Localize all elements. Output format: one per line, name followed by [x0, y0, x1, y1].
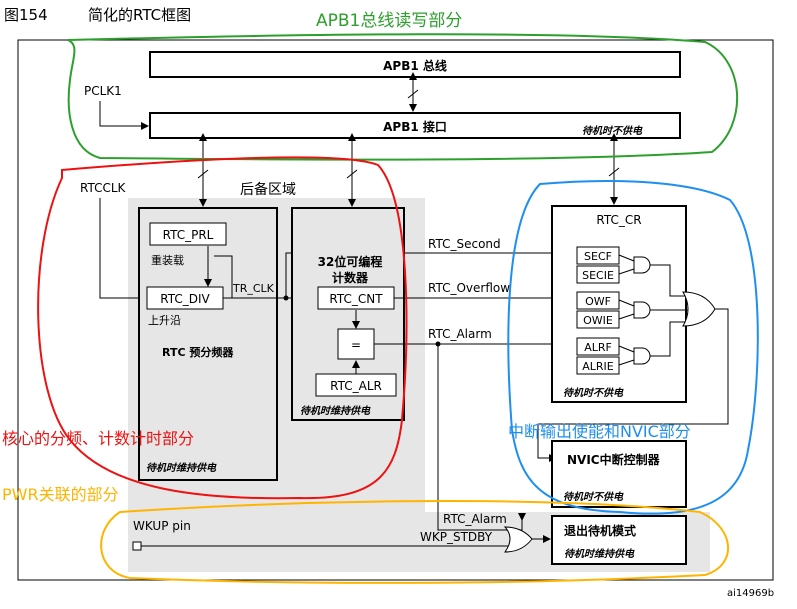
rising-edge-label: 上升沿	[148, 314, 181, 327]
rtc-alarm-2-label: RTC_Alarm	[443, 512, 507, 526]
or-gate-wakeup	[503, 526, 533, 553]
rtc-second-label: RTC_Second	[428, 237, 501, 251]
figure-label: 图154	[4, 6, 48, 24]
exit-standby-title: 退出待机模式	[564, 523, 636, 538]
secf-label: SECF	[584, 250, 612, 263]
rtc-cnt-label: RTC_CNT	[329, 292, 383, 306]
green-annotation-loop	[67, 33, 739, 161]
rtc-alarm-label: RTC_Alarm	[428, 327, 492, 341]
rtc-prl-label: RTC_PRL	[163, 228, 214, 242]
or-to-nvic-line	[537, 308, 729, 462]
pclk1-label: PCLK1	[84, 84, 122, 98]
pclk1-line	[99, 101, 149, 130]
interrupt-annotation: 中断输出使能和NVIC部分	[508, 422, 691, 441]
nvic-no-power-label: 待机时不供电	[563, 491, 624, 503]
rtc-alr-box	[315, 373, 397, 397]
owie-label: OWIE	[583, 314, 613, 327]
prescaler-label: RTC 预分频器	[162, 345, 234, 359]
secie-label: SECIE	[582, 269, 614, 282]
wkp-stdby-label: WKP_STDBY	[420, 530, 493, 544]
rtc-prl-box	[149, 222, 227, 246]
figure-caption: 简化的RTC框图	[88, 6, 191, 24]
comparator-box	[337, 328, 375, 360]
tr-clk-to-second	[285, 249, 569, 298]
nvic-title: NVIC中断控制器	[567, 452, 661, 467]
and-gate-overflow	[633, 301, 651, 319]
wkup-pin-square	[132, 541, 142, 551]
orange-annotation-loop	[100, 500, 730, 584]
exit-standby-block	[551, 515, 687, 565]
rtcclk-label: RTCCLK	[80, 181, 127, 195]
secie-box	[576, 265, 620, 284]
alrie-label: ALRIE	[582, 360, 614, 373]
red-annotation-loop	[37, 156, 408, 500]
counter-maintained-label: 待机时维持供电	[300, 405, 371, 417]
pwr-annotation: PWR关联的部分	[2, 485, 119, 504]
and-gate-alarm	[633, 347, 651, 365]
reload-label: 重装载	[151, 253, 184, 267]
apb1-interface-box	[149, 112, 681, 139]
tr-clk-label: TR_CLK	[232, 282, 275, 295]
alarm-to-pwr-line	[437, 344, 518, 531]
owf-label: OWF	[585, 295, 611, 308]
backup-domain-title: 后备区域	[240, 181, 296, 198]
apb1-interface-label: APB1 接口	[383, 119, 447, 134]
or-gate-interrupt	[682, 291, 716, 327]
comparator-label: =	[351, 338, 361, 352]
rtc-cr-title: RTC_CR	[596, 213, 641, 227]
counter-title-2: 计数器	[332, 270, 369, 285]
prescaler-maintained-label: 待机时维持供电	[146, 462, 217, 474]
exit-maintained-label: 待机时维持供电	[564, 548, 635, 560]
and-gate-second	[633, 256, 651, 274]
core-annotation: 核心的分频、计数计时部分	[2, 429, 194, 448]
outer-frame	[17, 39, 774, 581]
nvic-block	[551, 440, 687, 508]
rtcclk-line	[99, 198, 147, 302]
wkup-pin-label: WKUP pin	[133, 519, 191, 533]
rtc-alr-label: RTC_ALR	[330, 379, 382, 393]
rtc-div-label: RTC_DIV	[160, 292, 210, 306]
counter-title-1: 32位可编程	[318, 254, 383, 269]
owie-box	[576, 310, 620, 329]
apb1-no-power-label: 待机时不供电	[582, 125, 643, 137]
apb1-bus-label: APB1 总线	[383, 58, 447, 73]
alrf-label: ALRF	[584, 341, 612, 354]
alrie-box	[576, 356, 620, 375]
figure-id: ai14969b	[727, 588, 774, 599]
rtc-cr-no-power-label: 待机时不供电	[563, 387, 624, 399]
rtc-overflow-label: RTC_Overflow	[428, 281, 510, 295]
apb-annotation: APB1总线读写部分	[316, 11, 462, 31]
blue-annotation-loop	[507, 180, 759, 515]
